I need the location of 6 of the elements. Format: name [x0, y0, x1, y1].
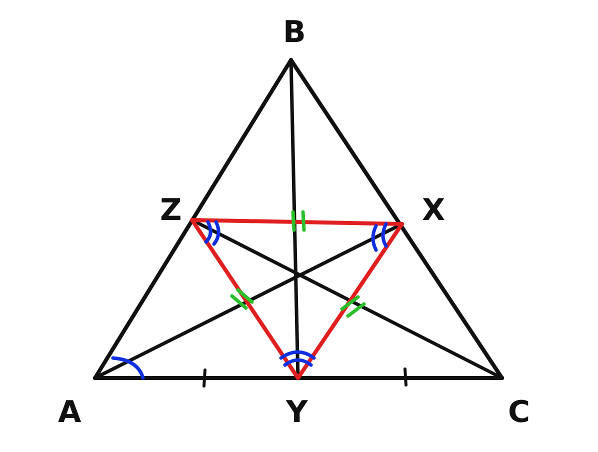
vertex-label: Z	[160, 196, 182, 226]
vertex-label: X	[422, 196, 446, 226]
vertex-label: A	[58, 398, 82, 428]
vertex-label: Y	[286, 398, 308, 428]
vertex-label: B	[283, 18, 306, 48]
vertex-label: C	[508, 398, 530, 428]
